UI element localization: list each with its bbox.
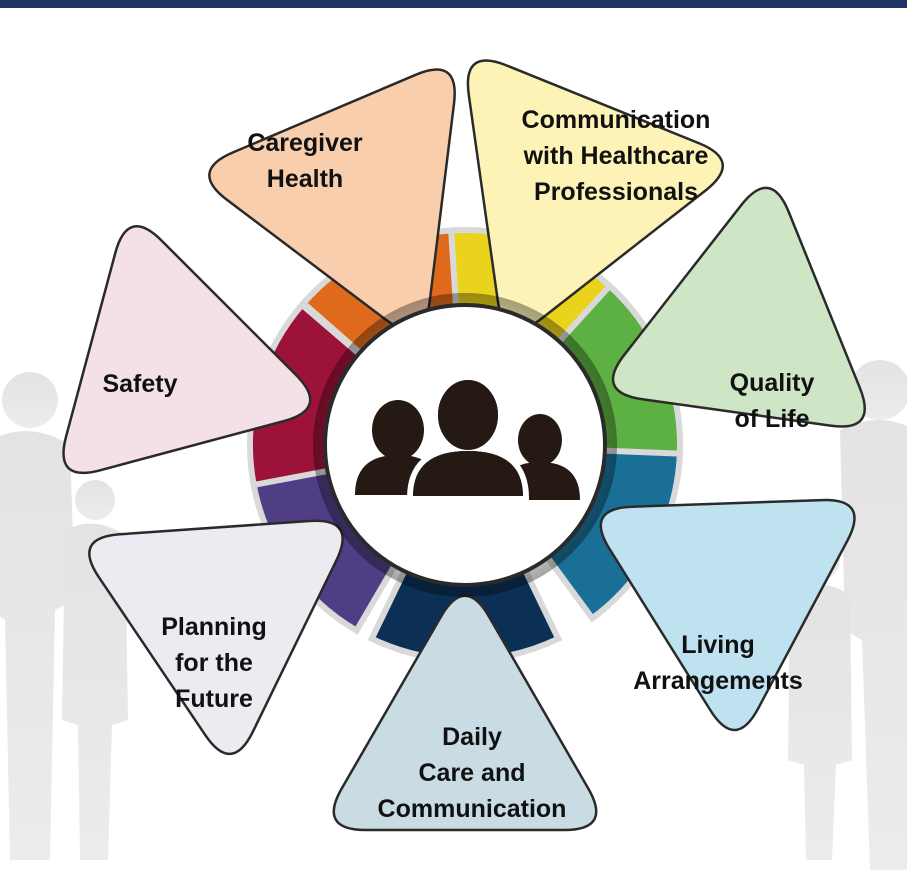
petal-label-line: Quality [730, 369, 815, 397]
center-hub [313, 293, 617, 597]
petal-label-line: Communication [522, 106, 711, 134]
top-bar [0, 0, 907, 8]
petal-label-line: Living [681, 631, 755, 659]
petal-label-line: Daily [442, 723, 502, 751]
petal-label-line: Communication [378, 795, 567, 823]
petal-label-line: Care and [419, 759, 526, 787]
petal-quality-of-life: Quality of Life [611, 186, 866, 433]
petal-label-line: Caregiver [247, 129, 363, 157]
petal-label-line: Arrangements [633, 667, 803, 695]
petal-label-line: of Life [735, 405, 810, 433]
petal-label-line: for the [175, 649, 253, 677]
petal-label-line: with Healthcare [523, 142, 709, 170]
petal-label-line: Professionals [534, 178, 698, 206]
petal-label-line: Future [175, 685, 253, 713]
petal-label-quality-of-life: Quality of Life [730, 369, 815, 433]
background-people-silhouettes [0, 360, 907, 870]
petal-label-safety: Safety [102, 370, 177, 398]
petal-shape-safety [62, 225, 312, 475]
petal-shape-quality-of-life [611, 186, 866, 428]
petal-label-line: Health [267, 165, 343, 193]
people-group-icon [355, 374, 580, 501]
petal-safety: Safety [62, 225, 312, 475]
petal-shape-living-arrangements [599, 498, 856, 732]
petal-label-line: Planning [161, 613, 267, 641]
petal-label-line: Safety [102, 370, 177, 398]
